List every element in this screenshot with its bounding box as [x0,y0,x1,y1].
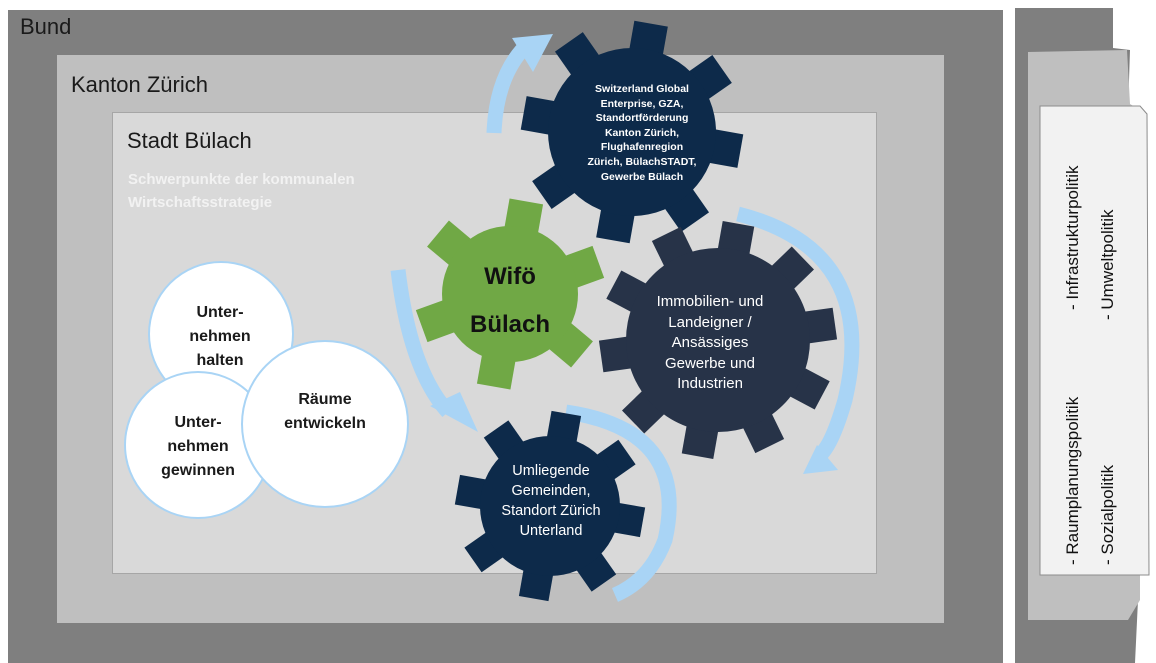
arrowhead-left [430,392,478,432]
kanton-label: Kanton Zürich [71,72,208,97]
gear-partners [520,20,744,244]
focus-develop-label: Räume entwickeln [284,391,366,432]
bund-label: Bund [20,14,72,39]
arrow-curve-right [736,206,860,461]
gear-tooth [546,320,593,368]
arrow-curve-left [390,269,454,418]
arrowhead-right [803,445,838,474]
gear-partners-label: Switzerland Global Enterprise, GZA, Stan… [587,83,697,183]
focus-keep-label: Unter- nehmen halten [189,304,251,369]
gear-municipalities [454,410,646,602]
policy-infrastructure: - Infrastrukturpolitik [1063,165,1082,310]
policy-social: - Sozialpolitik [1098,464,1117,565]
gear-owners-label: Immobilien- und Landeigner / Ansässiges … [656,293,764,392]
gear-owners [598,221,838,459]
focus-circle-develop [241,340,409,508]
gear-tooth [800,307,838,344]
stadt-label: Stadt Bülach [127,128,252,153]
policy-panel-front [1039,105,1150,576]
strategy-subtitle: Schwerpunkte der kommunalen Wirtschaftss… [128,171,355,211]
gear-tooth [598,336,636,373]
arrow-curve-top [486,45,528,134]
gear-municipalities-label: Umliegende Gemeinden, Standort Zürich Un… [501,463,601,539]
policy-environment: - Umweltpolitik [1098,209,1117,320]
gear-wifo [415,198,605,390]
gear-wifo-label: Wifö Bülach [469,263,550,338]
focus-win-label: Unter- nehmen gewinnen [161,414,235,479]
policy-spatial-planning: - Raumplanungspolitik [1063,396,1082,565]
arrow-curve-bottom [564,404,677,602]
gear-tooth [427,220,474,268]
arrowhead-top [512,34,553,72]
